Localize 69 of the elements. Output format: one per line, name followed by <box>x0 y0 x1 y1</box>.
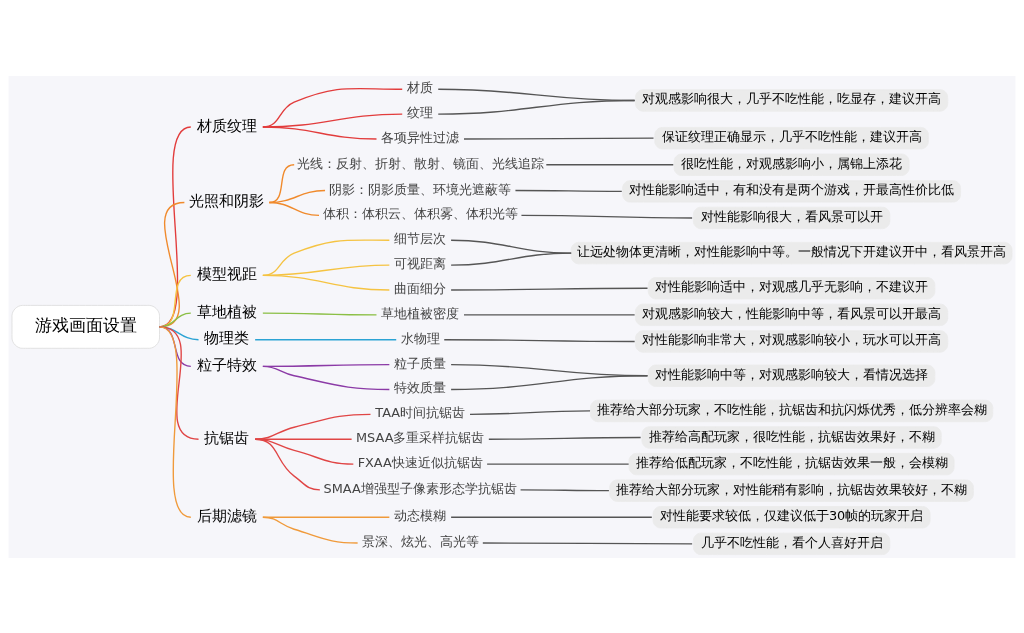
node-box: 对观感影响较大，性能影响中等，看风景可以开最高 <box>635 303 949 326</box>
node-box: 推荐给低配玩家，不吃性能，抗锯齿效果一般，会模糊 <box>628 452 955 475</box>
node-box: 对性能影响非常大，对观感影响较小，玩水可以开高 <box>635 329 949 353</box>
connector <box>262 125 378 140</box>
node-text: 后期滤镜 <box>196 506 257 524</box>
connector <box>443 338 636 342</box>
connector <box>254 338 397 340</box>
connector <box>545 163 674 165</box>
node-box: 让远处物体更清晰，对性能影响中等。一般情况下开建议开中，看风景开高 <box>570 241 1013 264</box>
connector <box>486 462 630 465</box>
connector <box>482 541 693 545</box>
node-text: 草地植被 <box>196 302 257 320</box>
node-text: 曲面细分 <box>394 280 447 296</box>
connector <box>469 409 591 415</box>
node-text: 抗锯齿 <box>204 428 250 446</box>
connector <box>520 214 693 219</box>
connector <box>450 287 649 291</box>
node-text: 景深、炫光、高光等 <box>361 533 479 549</box>
node-box: 游戏画面设置 <box>11 304 160 349</box>
connector <box>262 311 378 316</box>
node-text: 物理类 <box>204 328 250 346</box>
node-text: MSAA多重采样抗锯齿 <box>356 429 485 445</box>
node-text: 光照和阴影 <box>189 191 265 209</box>
connector <box>519 488 610 491</box>
node-text: 草地植被密度 <box>381 305 460 321</box>
node-text: 粒子质量 <box>394 355 447 371</box>
node-box: 对性能影响中等，对观感影响较大，看情况选择 <box>647 364 936 387</box>
connector <box>488 436 642 440</box>
node-box: 几乎不吃性能，看个人喜好开启 <box>692 532 891 555</box>
node-text: 光线：反射、折射、散射、镜面、光线追踪 <box>296 155 544 171</box>
connector <box>450 251 572 266</box>
node-box: 对性能影响适中，有和没有是两个游戏，开最高性价比低 <box>622 179 961 202</box>
node-text: 各项异性过滤 <box>381 129 460 145</box>
connector <box>254 438 321 490</box>
node-text: 阴影：阴影质量、环境光遮蔽等 <box>329 181 512 196</box>
connector <box>268 201 320 216</box>
connector <box>450 516 653 518</box>
node-text: FXAA快速近似抗锯齿 <box>357 454 483 470</box>
node-text: 粒子特效 <box>196 355 257 373</box>
node-text: 纹理 <box>407 104 434 120</box>
node-box: 对性能影响很大，看风景可以开 <box>692 206 891 229</box>
connector <box>463 137 655 140</box>
node-box: 对观感影响很大，几乎不吃性能，吃显存，建议开高 <box>635 88 949 112</box>
connector <box>262 516 359 544</box>
connector <box>254 413 372 440</box>
node-box: 推荐给大部分玩家，不吃性能，抗锯齿和抗闪烁优秀，低分辨率会糊 <box>590 399 994 422</box>
connector <box>437 99 636 115</box>
node-text: 特效质量 <box>394 379 447 395</box>
connector <box>262 274 391 291</box>
node-text: 材质 <box>407 79 434 95</box>
node-box: 很吃性能，对观感影响小，属锦上添花 <box>673 153 910 176</box>
node-text: 细节层次 <box>394 230 447 246</box>
node-box: 推荐给大部分玩家，对性能稍有影响，抗锯齿效果较好，不糊 <box>609 479 974 502</box>
connector <box>463 313 636 316</box>
node-text: 可视距离 <box>394 255 447 271</box>
node-text: 水物理 <box>400 330 440 346</box>
node-text: 模型视距 <box>196 264 257 282</box>
connector <box>514 189 623 192</box>
node-box: 对性能要求较低，仅建议低于30帧的玩家开启 <box>652 505 931 528</box>
connector <box>450 374 649 390</box>
node-box: 对性能影响适中，对观感几乎无影响，不建议开 <box>647 276 936 299</box>
connector <box>262 365 391 390</box>
node-text: 动态模糊 <box>394 507 447 523</box>
node-text: SMAA增强型子像素形态学抗锯齿 <box>323 480 517 496</box>
node-text: 材质纹理 <box>196 116 257 134</box>
node-text: 体积：体积云、体积雾、体积光等 <box>322 205 518 221</box>
node-box: 保证纹理正确显示，几乎不吃性能，建议开高 <box>654 126 929 149</box>
node-text: TAA时间抗锯齿 <box>375 404 466 420</box>
node-box: 推荐给高配玩家，很吃性能，抗锯齿效果好，不糊 <box>641 425 942 449</box>
